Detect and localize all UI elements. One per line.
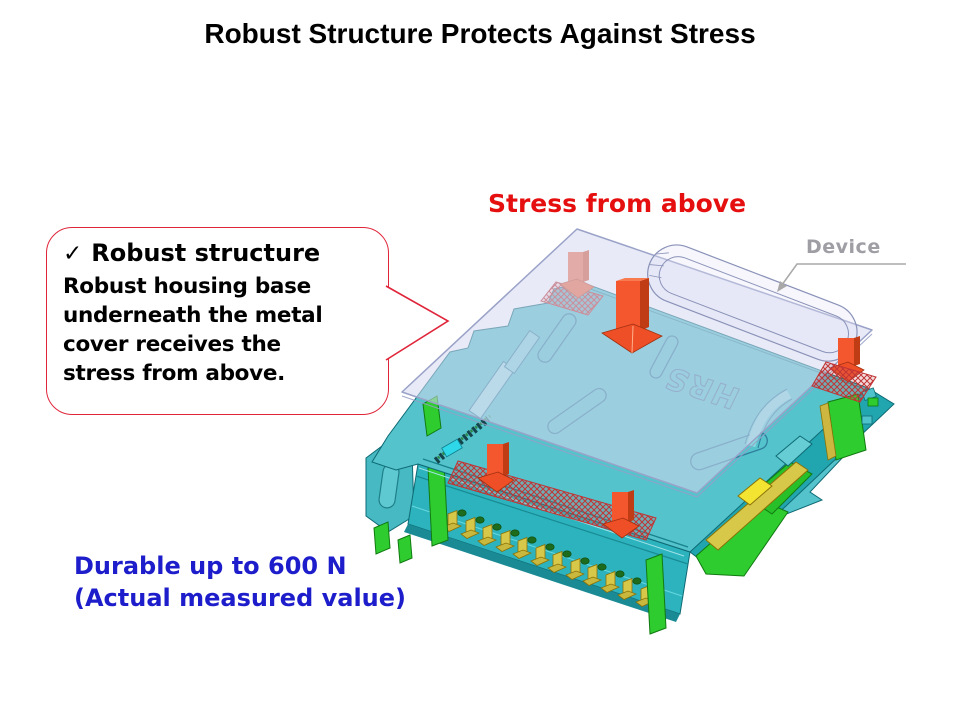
callout-body-line: underneath the metal: [63, 303, 323, 328]
callout-heading-row: ✓ Robust structure: [63, 239, 376, 267]
stress-arrow-front-center: [602, 490, 640, 539]
callout-tail: [385, 285, 450, 361]
callout-bubble: ✓ Robust structure Robust housing base un…: [46, 227, 389, 415]
durability-line: (Actual measured value): [74, 584, 407, 612]
slide-title: Robust Structure Protects Against Stress: [204, 18, 756, 49]
callout-body-line: Robust housing base: [63, 274, 311, 299]
durability-line: Durable up to 600 N: [74, 552, 347, 580]
durability-note: Durable up to 600 N (Actual measured val…: [74, 550, 406, 614]
device-label: Device: [806, 236, 881, 258]
callout-body-line: stress from above.: [63, 361, 285, 386]
device-plate: [401, 228, 873, 498]
housing-post: [645, 553, 667, 635]
callout-body-line: cover receives the: [63, 332, 281, 357]
stress-area-right: [811, 361, 877, 403]
callout-body: Robust housing base underneath the metal…: [63, 272, 376, 388]
check-icon: ✓: [63, 241, 83, 267]
callout-heading: Robust structure: [91, 239, 321, 267]
device-leader-line: [777, 263, 906, 292]
stress-arrow-center: [601, 278, 663, 354]
stress-from-above-label: Stress from above: [488, 189, 747, 218]
stress-arrow-front-left: [477, 442, 515, 493]
